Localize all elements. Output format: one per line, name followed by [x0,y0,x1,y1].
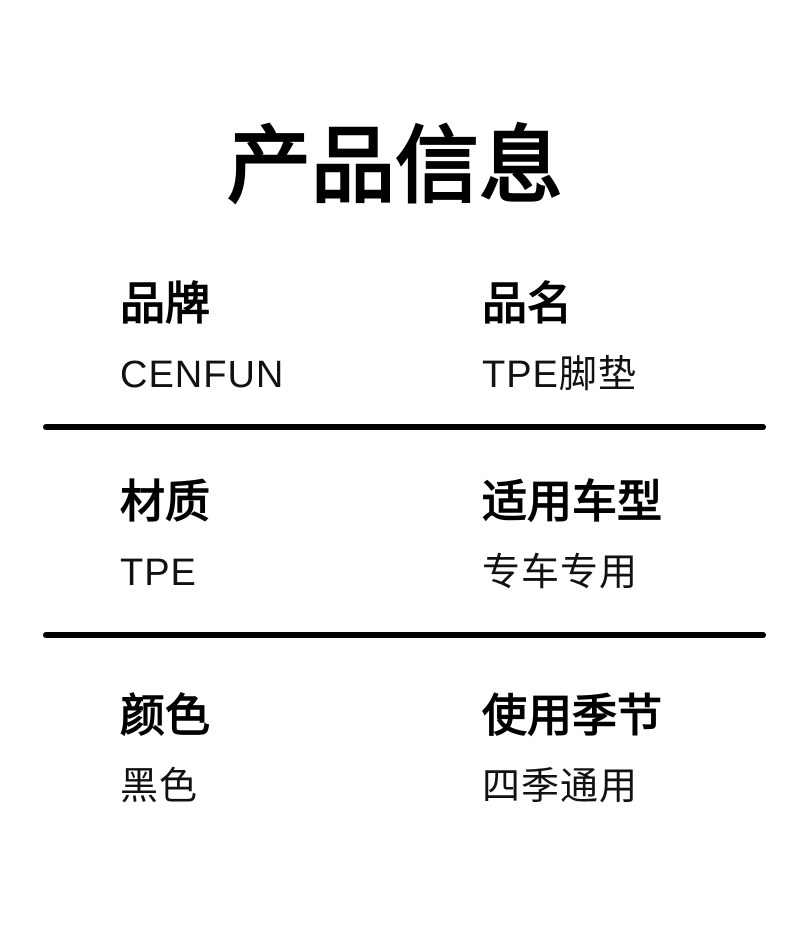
spec-color-value: 黑色 [120,766,199,808]
spec-vehicle-model-value: 专车专用 [482,552,639,594]
spec-color: 颜色 黑色 [120,689,210,809]
spec-product-name: 品名 TPE脚垫 [482,277,637,397]
section-divider [43,424,766,430]
spec-product-name-label: 品名 [482,278,573,329]
section-divider [43,632,766,638]
page-title: 产品信息 [226,119,563,213]
spec-material-label: 材质 [120,476,211,527]
spec-material: 材质 TPE [120,475,210,595]
spec-season-label: 使用季节 [482,690,663,741]
spec-brand-value: CENFUN [120,354,285,396]
spec-brand: 品牌 CENFUN [120,277,284,397]
spec-vehicle-model-label: 适用车型 [482,476,663,527]
spec-brand-label: 品牌 [120,278,211,329]
spec-color-label: 颜色 [120,690,211,741]
spec-product-name-value: TPE脚垫 [482,354,637,396]
spec-vehicle-model: 适用车型 专车专用 [482,475,662,595]
spec-season: 使用季节 四季通用 [482,689,662,809]
spec-season-value: 四季通用 [482,766,639,808]
spec-material-value: TPE [120,552,197,594]
